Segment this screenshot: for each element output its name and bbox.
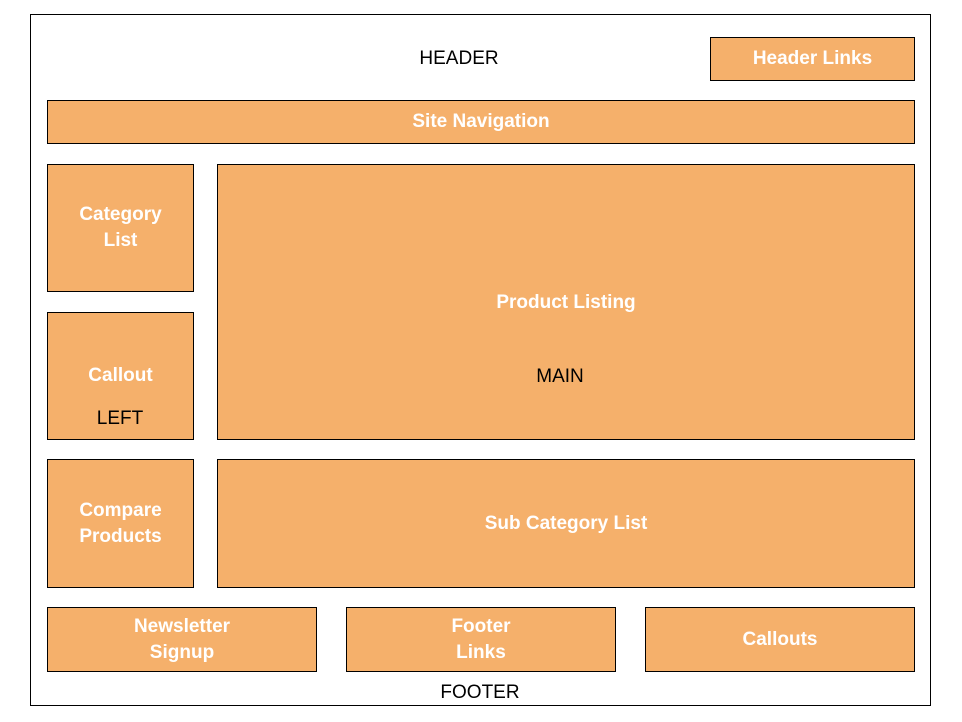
compare-products-label: Compare Products [79,499,162,547]
callout-label: Callout [88,365,153,386]
compare-products-box: Compare Products [47,459,194,588]
left-region-label: LEFT [96,408,144,429]
category-list-box: Category List [47,164,194,292]
callouts-label: Callouts [742,628,818,650]
callout-box: Callout [47,312,194,440]
main-region-label: MAIN [536,366,584,387]
header-links-label: Header Links [752,48,873,69]
product-listing-label: Product Listing [496,292,636,313]
newsletter-signup-box: Newsletter Signup [47,607,317,672]
sub-category-list-label: Sub Category List [484,512,648,534]
site-navigation-label: Site Navigation [412,111,550,132]
callouts-box: Callouts [645,607,915,672]
header-region-label: HEADER [419,48,499,69]
category-list-label: Category List [79,204,162,251]
header-links-box: Header Links [710,37,915,81]
newsletter-signup-label: Newsletter Signup [133,615,231,663]
footer-links-label: Footer Links [451,615,511,663]
site-navigation-box: Site Navigation [47,100,915,144]
footer-region-label: FOOTER [440,682,520,703]
product-listing-box [217,164,915,440]
footer-links-box: Footer Links [346,607,616,672]
sub-category-list-box: Sub Category List [217,459,915,588]
